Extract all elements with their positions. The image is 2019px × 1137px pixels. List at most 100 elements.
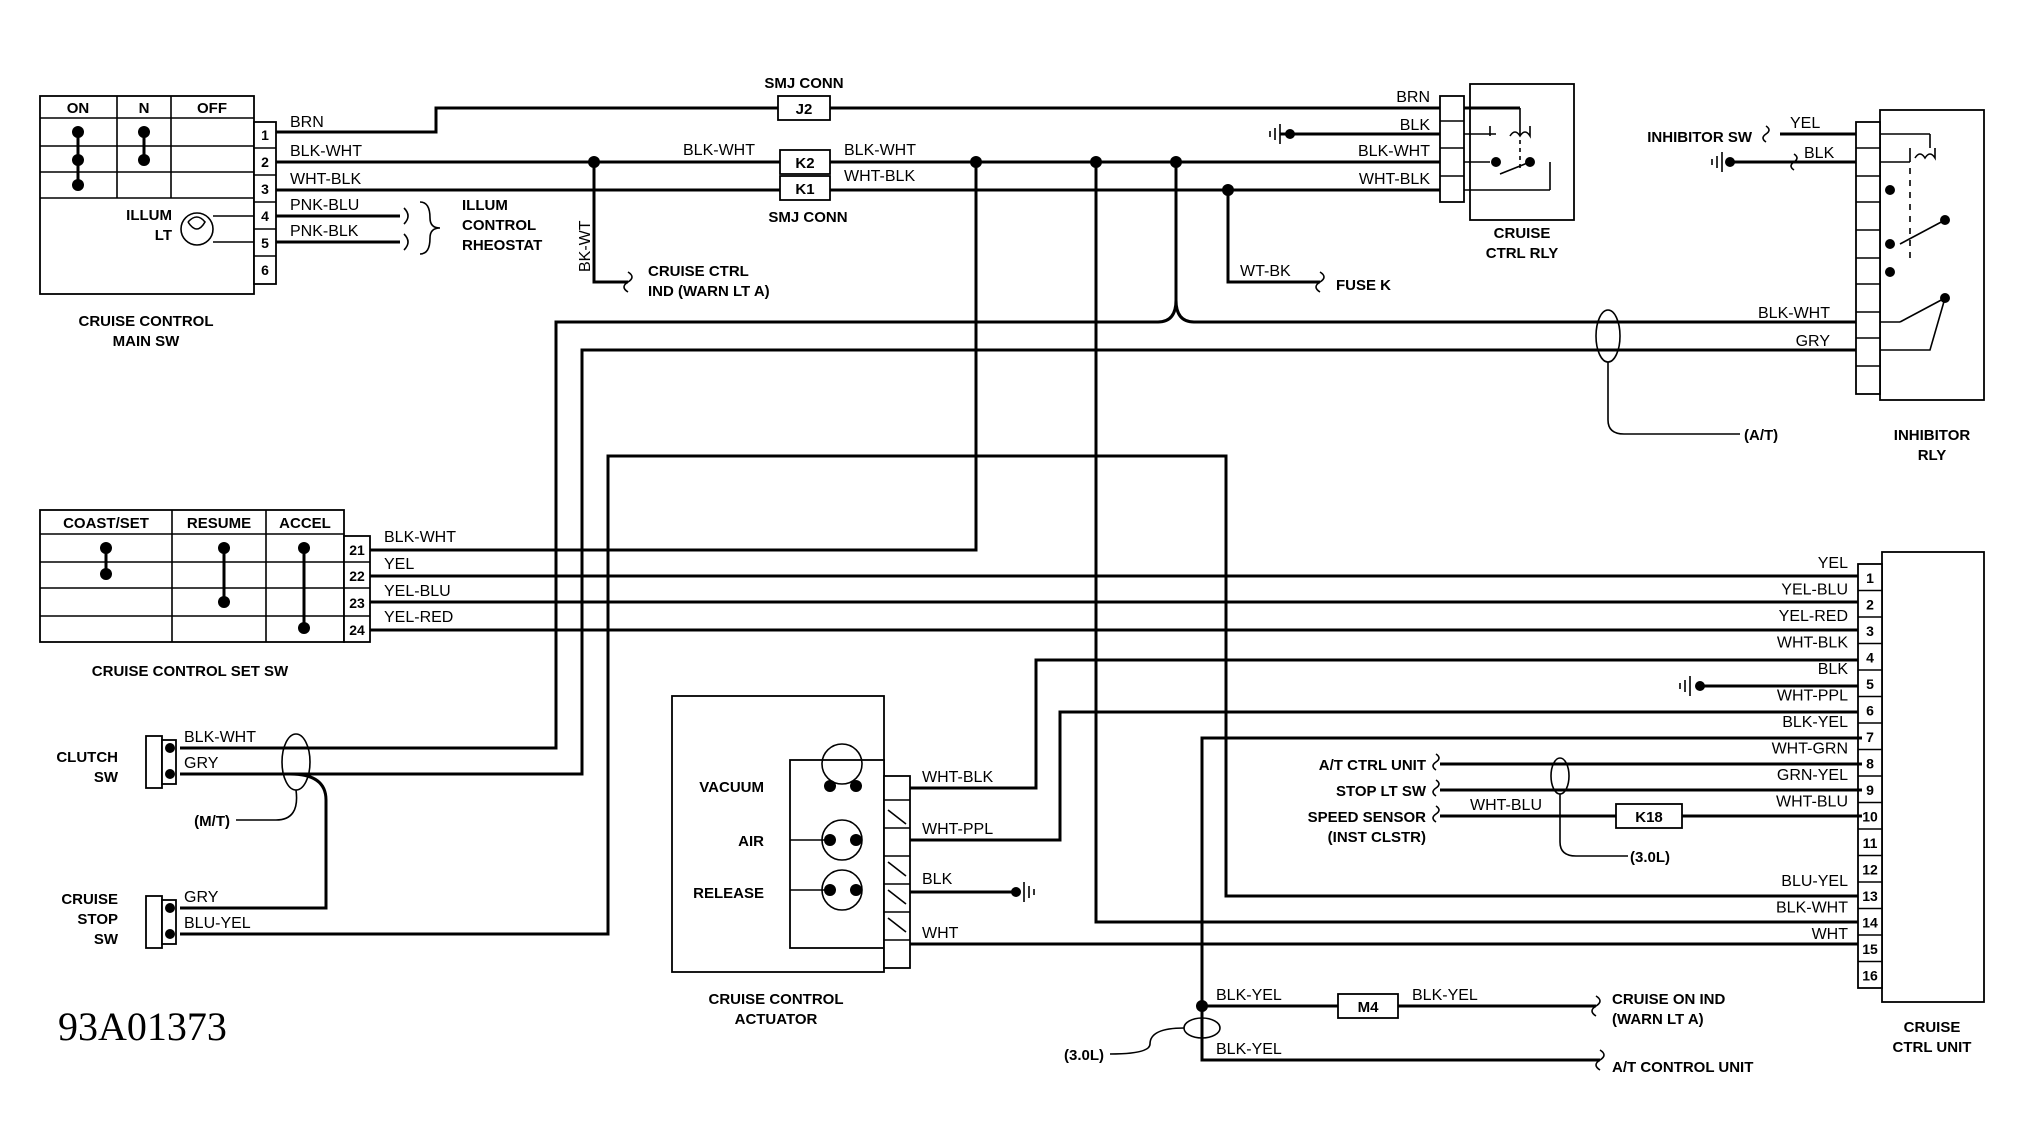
wire-brn-main: BRN <box>290 114 324 131</box>
set-sw-title: CRUISE CONTROL SET SW <box>92 663 289 680</box>
ground-icon <box>1711 152 1735 172</box>
cruise-ind-label-2: IND (WARN LT A) <box>648 283 770 300</box>
ctrl-unit-pin-16: 16 <box>1862 968 1878 984</box>
stop-sw-label-1: CRUISE <box>61 891 118 908</box>
act-wire-whtppl: WHT-PPL <box>922 821 993 838</box>
actuator-title-1: CRUISE CONTROL <box>709 991 844 1008</box>
wire-whtblk-right: WHT-BLK <box>844 168 915 185</box>
ctrl-unit-wire-5: BLK <box>1818 661 1849 678</box>
ctrl-unit-pin-9: 9 <box>1866 782 1874 798</box>
wire-blkwht-main: BLK-WHT <box>290 143 362 160</box>
rly-wire-blkwht: BLK-WHT <box>1358 143 1430 160</box>
inh-wire-blk: BLK <box>1804 145 1835 162</box>
ctrl-unit-wire-7: BLK-YEL <box>1782 714 1848 731</box>
ctrl-unit-title-2: CTRL UNIT <box>1893 1039 1972 1056</box>
illum-label-2: LT <box>155 227 172 244</box>
main-sw-header-off: OFF <box>197 100 227 117</box>
clutch-sw-label-1: CLUTCH <box>56 749 118 766</box>
ext-30l-label: (3.0L) <box>1630 849 1670 866</box>
wire-blkwht-mid: BLK-WHT <box>683 142 755 159</box>
bottom-wires: M4 BLK-YEL BLK-YEL BLK-YEL CRUISE ON IND… <box>1064 736 1862 1076</box>
inhibitor-rly-title-1: INHIBITOR <box>1894 427 1971 444</box>
ctrl-unit-wire-1: YEL <box>1818 555 1848 572</box>
set-sw-header-coast: COAST/SET <box>63 515 149 532</box>
speed-sensor-label: SPEED SENSOR <box>1308 809 1427 826</box>
smj-conn-j2: SMJ CONN J2 <box>764 75 844 121</box>
set-sw-header-accel: ACCEL <box>279 515 331 532</box>
main-sw-pin-3: 3 <box>261 181 269 197</box>
inhibitor-rly-title-2: RLY <box>1918 447 1947 464</box>
at-control-unit-label: A/T CONTROL UNIT <box>1612 1059 1753 1076</box>
ctrl-unit-title-1: CRUISE <box>1904 1019 1961 1036</box>
ctrl-unit-pin-11: 11 <box>1863 835 1878 851</box>
ctrl-unit-wire-8: WHT-GRN <box>1772 741 1848 758</box>
cruise-stop-switch: CRUISE STOP SW GRY BLU-YEL <box>61 454 1862 949</box>
rheostat-label-1: ILLUM <box>462 197 508 214</box>
set-sw-header-resume: RESUME <box>187 515 251 532</box>
main-sw-header-on: ON <box>67 100 90 117</box>
cruise-rly-title-1: CRUISE <box>1494 225 1551 242</box>
inhibitor-sw-label: INHIBITOR SW <box>1647 129 1753 146</box>
ctrl-unit-pin-13: 13 <box>1862 888 1878 904</box>
set-wire-yelblu: YEL-BLU <box>384 583 451 600</box>
stop-lt-sw-label: STOP LT SW <box>1336 783 1427 800</box>
ctrl-unit-wire-15: WHT <box>1812 926 1849 943</box>
ctrl-unit-wire-14: BLK-WHT <box>1776 900 1848 917</box>
illum-label-1: ILLUM <box>126 207 172 224</box>
clutch-sw-label-2: SW <box>94 769 119 786</box>
conn-m4: M4 <box>1358 999 1379 1016</box>
act-wire-whtblk: WHT-BLK <box>922 769 993 786</box>
ctrl-unit-pin-8: 8 <box>1866 756 1874 772</box>
wire-whtblk-main: WHT-BLK <box>290 171 361 188</box>
ctrl-unit-pin-4: 4 <box>1866 650 1874 666</box>
clutch-wire-blkwht: BLK-WHT <box>184 729 256 746</box>
main-sw-wires: BRN BLK-WHT WHT-BLK PNK-BLU PNK-BLK ILLU… <box>276 106 1440 255</box>
external-inputs: A/T CTRL UNIT STOP LT SW SPEED SENSOR (I… <box>1308 753 1862 866</box>
bottom-wire-blkyel-2: BLK-YEL <box>1412 987 1478 1004</box>
rly-wire-whtblk: WHT-BLK <box>1359 171 1430 188</box>
ctrl-unit-pin-12: 12 <box>1862 862 1878 878</box>
ctrl-unit-pin-10: 10 <box>1862 809 1878 825</box>
cruise-ctrl-relay: BRN BLK BLK-WHT WHT-BLK CRUISE CTRL RLY <box>1269 83 1575 262</box>
main-sw-title-1: CRUISE CONTROL <box>79 313 214 330</box>
ctrl-unit-pin-6: 6 <box>1866 703 1874 719</box>
wire-bkwt: BK-WT <box>577 220 594 272</box>
stop-sw-label-3: SW <box>94 931 119 948</box>
main-sw-pin-5: 5 <box>261 235 269 251</box>
inst-clstr-label: (INST CLSTR) <box>1328 829 1426 846</box>
main-switch: ON N OFF 1 2 3 4 5 6 ILLUM LT CRUISE CON… <box>39 95 277 350</box>
inh-at-label: (A/T) <box>1744 427 1778 444</box>
cruise-on-ind-label-1: CRUISE ON IND <box>1612 991 1726 1008</box>
fuse-k-label: FUSE K <box>1336 277 1391 294</box>
set-wire-blkwht: BLK-WHT <box>384 529 456 546</box>
wire-pnkblk: PNK-BLK <box>290 223 359 240</box>
ctrl-unit-pin-14: 14 <box>1862 915 1878 931</box>
rheostat-label-2: CONTROL <box>462 217 536 234</box>
stop-wire-bluyel: BLU-YEL <box>184 915 251 932</box>
ctrl-unit-pin-5: 5 <box>1866 676 1874 692</box>
inh-wire-yel: YEL <box>1790 115 1820 132</box>
act-wire-blk: BLK <box>922 871 953 888</box>
bottom-30l-label: (3.0L) <box>1064 1047 1104 1064</box>
clutch-switch: CLUTCH SW BLK-WHT GRY (M/T) <box>56 729 328 910</box>
clutch-mt-label: (M/T) <box>194 813 230 830</box>
main-sw-title-2: MAIN SW <box>113 333 181 350</box>
ctrl-unit-pin-2: 2 <box>1866 597 1874 613</box>
smj-conn-top-label: SMJ CONN <box>764 75 843 92</box>
ctrl-unit-pin-3: 3 <box>1866 623 1874 639</box>
conn-j2: J2 <box>796 101 813 118</box>
ctrl-unit-wire-3: YEL-RED <box>1779 608 1848 625</box>
bottom-wire-blkyel-3: BLK-YEL <box>1216 1041 1282 1058</box>
middle-wires: BLK-WHT BLK-WHT WHT-BLK BK-WT CRUISE CTR… <box>180 142 1862 924</box>
set-sw-pin-21: 21 <box>349 542 365 558</box>
inhibitor-relay: YEL BLK INHIBITOR SW BLK-WHT GRY (A/T) I… <box>1595 109 1985 464</box>
conn-k18: K18 <box>1635 809 1663 826</box>
cruise-rly-title-2: CTRL RLY <box>1486 245 1559 262</box>
inh-wire-gry: GRY <box>1796 333 1831 350</box>
ctrl-unit-wire-9: GRN-YEL <box>1777 767 1848 784</box>
conn-k2: K2 <box>795 155 814 172</box>
ground-icon <box>1269 124 1295 144</box>
rheostat-label-3: RHEOSTAT <box>462 237 542 254</box>
main-sw-pin-6: 6 <box>261 262 269 278</box>
main-sw-pin-1: 1 <box>261 127 269 143</box>
